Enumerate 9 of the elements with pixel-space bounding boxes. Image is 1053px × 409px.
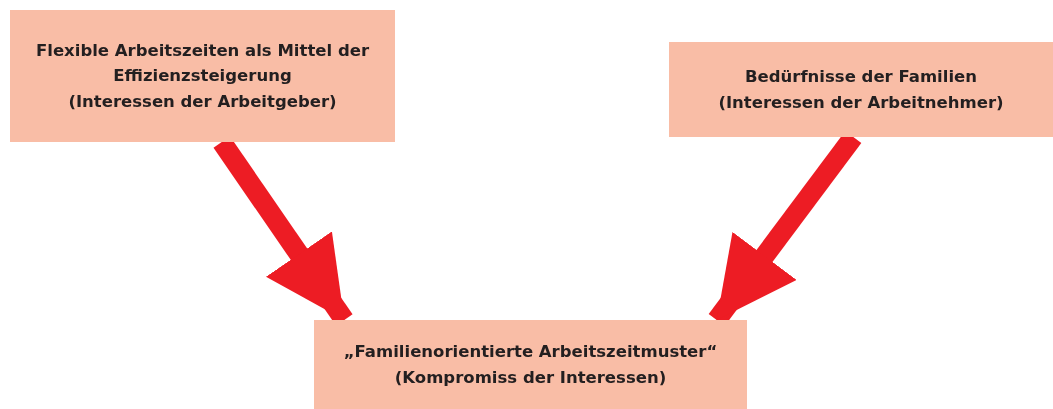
text-box [10,10,395,142]
box-subheading: (Interessen der Arbeitgeber) [68,90,337,113]
text-box [669,42,1053,137]
box-heading: Bedürfnisse der Familien [744,65,977,88]
text-box [314,320,747,409]
box-heading: „Familienorientierte Arbeitszeitmuster“ [343,340,718,363]
box-heading: Flexible Arbeitszeiten als Mittel der Effizienzsteigerung [34,39,370,88]
box-subheading: (Kompromiss der Interessen) [394,366,667,389]
box-subheading: (Interessen der Arbeitnehmer) [718,91,1004,114]
